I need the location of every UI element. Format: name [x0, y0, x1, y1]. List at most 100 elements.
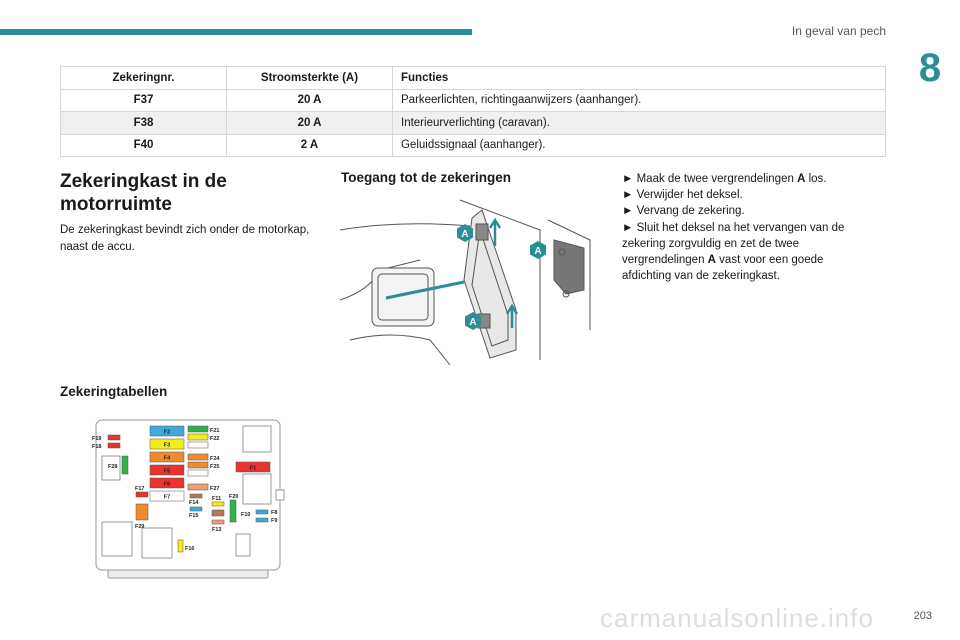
step-text: vast voor een goede afdichting van de ze… — [622, 254, 824, 283]
fuse-f1 — [235, 461, 271, 473]
bullet-arrow-icon: ► — [622, 205, 634, 218]
bullet-arrow-icon: ► — [622, 221, 634, 234]
fusebox-base — [107, 569, 269, 579]
label-f21: F21 — [210, 428, 219, 434]
instruction-step: ► Sluit het deksel na het vervangen van … — [622, 220, 862, 285]
relay-slot — [101, 455, 121, 481]
arrow-up-icon — [488, 217, 502, 246]
label-f27: F27 — [210, 486, 219, 492]
fusebox-access-illustration: A A A — [340, 199, 591, 366]
table-cell-function: Interieurverlichting (caravan). — [392, 111, 886, 135]
fuse-f2 — [149, 425, 185, 437]
table-cell-function: Geluidssignaal (aanhanger). — [392, 133, 886, 157]
relay-slot — [242, 425, 272, 453]
fusebox-cover — [371, 267, 435, 327]
label-f5: F5 — [164, 469, 170, 475]
fusebox-housing-inner — [471, 229, 509, 347]
svg-text:A: A — [461, 229, 468, 240]
label-f4: F4 — [164, 456, 171, 462]
fusebox-housing — [463, 209, 517, 359]
label-f3: F3 — [164, 443, 170, 449]
fuse-f20 — [229, 499, 237, 523]
engine-bay-line — [349, 334, 451, 366]
fuse-f5 — [149, 464, 185, 476]
fuse-f27 — [187, 483, 209, 491]
page-number: 203 — [913, 610, 932, 622]
label-f16: F16 — [185, 546, 194, 552]
table-cell-fuse-nr: F40 — [60, 133, 227, 157]
fuse-f8 — [255, 509, 269, 515]
table-cell-amperage: 20 A — [226, 111, 393, 135]
relay-slot — [141, 527, 173, 559]
label-f14: F14 — [189, 500, 199, 506]
engine-bay-line — [459, 199, 541, 360]
label-f2: F2 — [164, 430, 170, 436]
step-text: los. — [805, 173, 827, 185]
bullet-arrow-icon: ► — [622, 189, 634, 202]
fuse-table: Zekeringnr. Stroomsterkte (A) Functies F… — [60, 66, 886, 157]
fuse-f11 — [211, 501, 225, 507]
table-row: F40 2 A Geluidssignaal (aanhanger). — [60, 133, 886, 157]
pointer-line — [385, 280, 465, 300]
svg-text:A: A — [469, 317, 476, 328]
connector-tab — [275, 489, 285, 501]
watermark: carmanualsonline.info — [600, 603, 874, 633]
label-f24: F24 — [210, 456, 220, 462]
callout-a: A — [530, 241, 546, 259]
label-f28: F28 — [108, 464, 117, 470]
arrow-up-icon — [505, 303, 519, 328]
label-f29: F29 — [135, 524, 144, 530]
fusebox-heading: Zekeringkast in de motorruimte — [60, 171, 227, 215]
step-text: Maak de twee vergrendelingen — [636, 173, 798, 185]
fusebox-cover-inner — [377, 273, 429, 321]
label-f15: F15 — [189, 513, 198, 519]
table-header-amperage: Stroomsterkte (A) — [226, 66, 393, 90]
detail-frame-line — [547, 219, 591, 330]
instruction-step: ► Vervang de zekering. — [622, 203, 862, 219]
fuse-f3 — [149, 438, 185, 450]
latch-screw — [562, 290, 570, 298]
callout-a: A — [457, 224, 473, 242]
fuse-f4 — [149, 451, 185, 463]
table-row: F37 20 A Parkeerlichten, richtingaanwijz… — [60, 88, 886, 112]
step-text: Sluit het deksel na het vervangen van de… — [622, 221, 845, 267]
fuse-slot — [187, 469, 209, 477]
fusebox-layout-diagram: F2 F3 F4 F5 F6 F7 F21 F22 F24 F25 F27 F1… — [92, 419, 285, 579]
label-f6: F6 — [164, 482, 170, 488]
label-f11: F11 — [212, 496, 221, 502]
instruction-step: ► Maak de twee vergrendelingen A los. — [622, 171, 862, 187]
fuse-f18 — [107, 442, 121, 449]
fuse-f17 — [135, 491, 149, 498]
table-cell-function: Parkeerlichten, richtingaanwijzers (aanh… — [392, 88, 886, 112]
instruction-step: ► Verwijder het deksel. — [622, 187, 862, 203]
fuse-slot — [187, 441, 209, 449]
latch-screw — [558, 248, 566, 256]
bullet-arrow-icon: ► — [622, 173, 634, 185]
fuse-tables-heading: Zekeringtabellen — [60, 384, 168, 399]
table-header-functions: Functies — [392, 66, 886, 90]
label-f20: F20 — [229, 494, 238, 500]
label-f17: F17 — [135, 486, 144, 492]
table-header-fuse-nr: Zekeringnr. — [60, 66, 227, 90]
table-cell-fuse-nr: F37 — [60, 88, 227, 112]
label-f8: F8 — [271, 510, 277, 516]
step-text-bold: A — [797, 173, 806, 185]
table-cell-amperage: 2 A — [226, 133, 393, 157]
svg-text:A: A — [534, 246, 541, 257]
label-f7: F7 — [164, 495, 170, 501]
fuse-f21 — [187, 425, 209, 433]
fuse-f6 — [149, 477, 185, 489]
label-f22: F22 — [210, 436, 219, 442]
table-cell-fuse-nr: F38 — [60, 111, 227, 135]
fuse-f9 — [255, 517, 269, 523]
latch-a-top — [475, 223, 489, 241]
step-text-bold: A — [707, 254, 716, 267]
fuse-f16 — [177, 539, 184, 553]
label-f13: F13 — [212, 527, 221, 533]
label-f18: F18 — [92, 444, 101, 450]
fuse-access-heading: Toegang tot de zekeringen — [341, 170, 512, 185]
fuse-f28 — [121, 455, 129, 475]
label-f25: F25 — [210, 464, 219, 470]
fuse-f29 — [135, 503, 149, 521]
latch-detail — [553, 239, 585, 295]
